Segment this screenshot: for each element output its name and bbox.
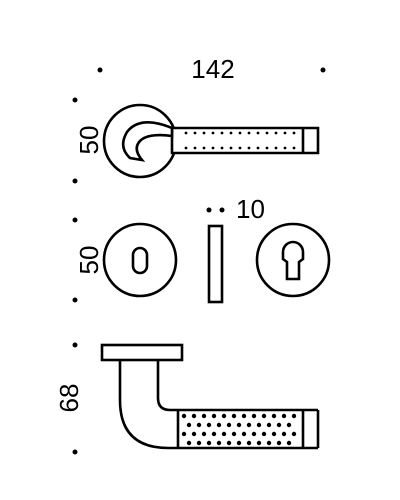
grip-dot [216, 422, 222, 428]
dimension-handle-height-label: 50 [74, 126, 104, 155]
grip-dot [241, 431, 247, 437]
grip-dot [291, 413, 297, 419]
dimension-width-label: 142 [191, 54, 234, 84]
grip-dot [281, 431, 287, 437]
grip-dot [191, 431, 197, 437]
lever-grip-dots [184, 131, 296, 150]
grip-dot [206, 440, 212, 446]
grip-dot [221, 431, 227, 437]
grip-dot [236, 440, 242, 446]
rosette-height-marker-bottom [72, 297, 78, 303]
handle-height-marker-bottom [72, 178, 78, 184]
grip-dot [241, 413, 247, 419]
grip-dot [191, 413, 197, 419]
grip-dot [196, 440, 202, 446]
grip-dot [291, 431, 297, 437]
grip-dot [286, 440, 292, 446]
grip-dot [186, 422, 192, 428]
grip-dot [236, 422, 242, 428]
grip-dot [231, 431, 237, 437]
grip-dot [231, 413, 237, 419]
grip-dot [211, 431, 217, 437]
grip-dot [256, 440, 262, 446]
grip-dot [201, 431, 207, 437]
side-height-marker-top [72, 342, 78, 348]
handle-side-view [100, 343, 320, 450]
grip-dot [211, 413, 217, 419]
dimension-side-height-label: 68 [54, 384, 84, 413]
side-grip-dots [181, 413, 297, 446]
grip-dot [196, 422, 202, 428]
width-marker-left [97, 67, 103, 73]
grip-dot [226, 422, 232, 428]
side-lever-inner-curve [156, 360, 318, 412]
grip-dot [246, 422, 252, 428]
cylinder-keyhole [281, 240, 305, 281]
dimension-markers [72, 67, 326, 455]
side-lever-outer-curve [118, 360, 318, 450]
lever-neck [121, 121, 174, 162]
side-plate [207, 224, 224, 304]
handle-top-view [102, 103, 320, 179]
grip-dot [206, 422, 212, 428]
grip-dot [271, 413, 277, 419]
grip-dot [256, 422, 262, 428]
cylinder-rosette-outline [255, 222, 331, 298]
plate-gap-marker-left [206, 207, 212, 213]
side-height-marker-bottom [72, 449, 78, 455]
grip-dot [271, 431, 277, 437]
key-rosette [102, 222, 178, 298]
grip-dot [261, 413, 267, 419]
grip-dot [181, 431, 187, 437]
cylinder-rosette [255, 222, 331, 298]
grip-dot [281, 413, 287, 419]
grip-dot [221, 413, 227, 419]
grip-dot [261, 431, 267, 437]
grip-dot [276, 440, 282, 446]
grip-dot [276, 422, 282, 428]
dimension-plate-gap-label: 10 [236, 194, 265, 224]
grip-dot [186, 440, 192, 446]
width-marker-right [320, 67, 326, 73]
plate-gap-marker-right [219, 207, 225, 213]
grip-dot [226, 440, 232, 446]
rosette-height-marker-top [72, 217, 78, 223]
grip-dot [251, 413, 257, 419]
keyhole-slot [131, 246, 149, 275]
side-plate-outline [207, 224, 224, 304]
grip-dot [201, 413, 207, 419]
grip-dot [246, 440, 252, 446]
grip-dot [216, 440, 222, 446]
grip-dot [266, 440, 272, 446]
handle-height-marker-top [72, 97, 78, 103]
lever-bar [170, 126, 320, 155]
dimension-rosette-height-label: 50 [74, 246, 104, 275]
grip-dot [181, 413, 187, 419]
key-rosette-outline [102, 222, 178, 298]
side-rosette-plate [100, 343, 184, 362]
grip-dot [286, 422, 292, 428]
grip-dot [251, 431, 257, 437]
grip-dot [266, 422, 272, 428]
